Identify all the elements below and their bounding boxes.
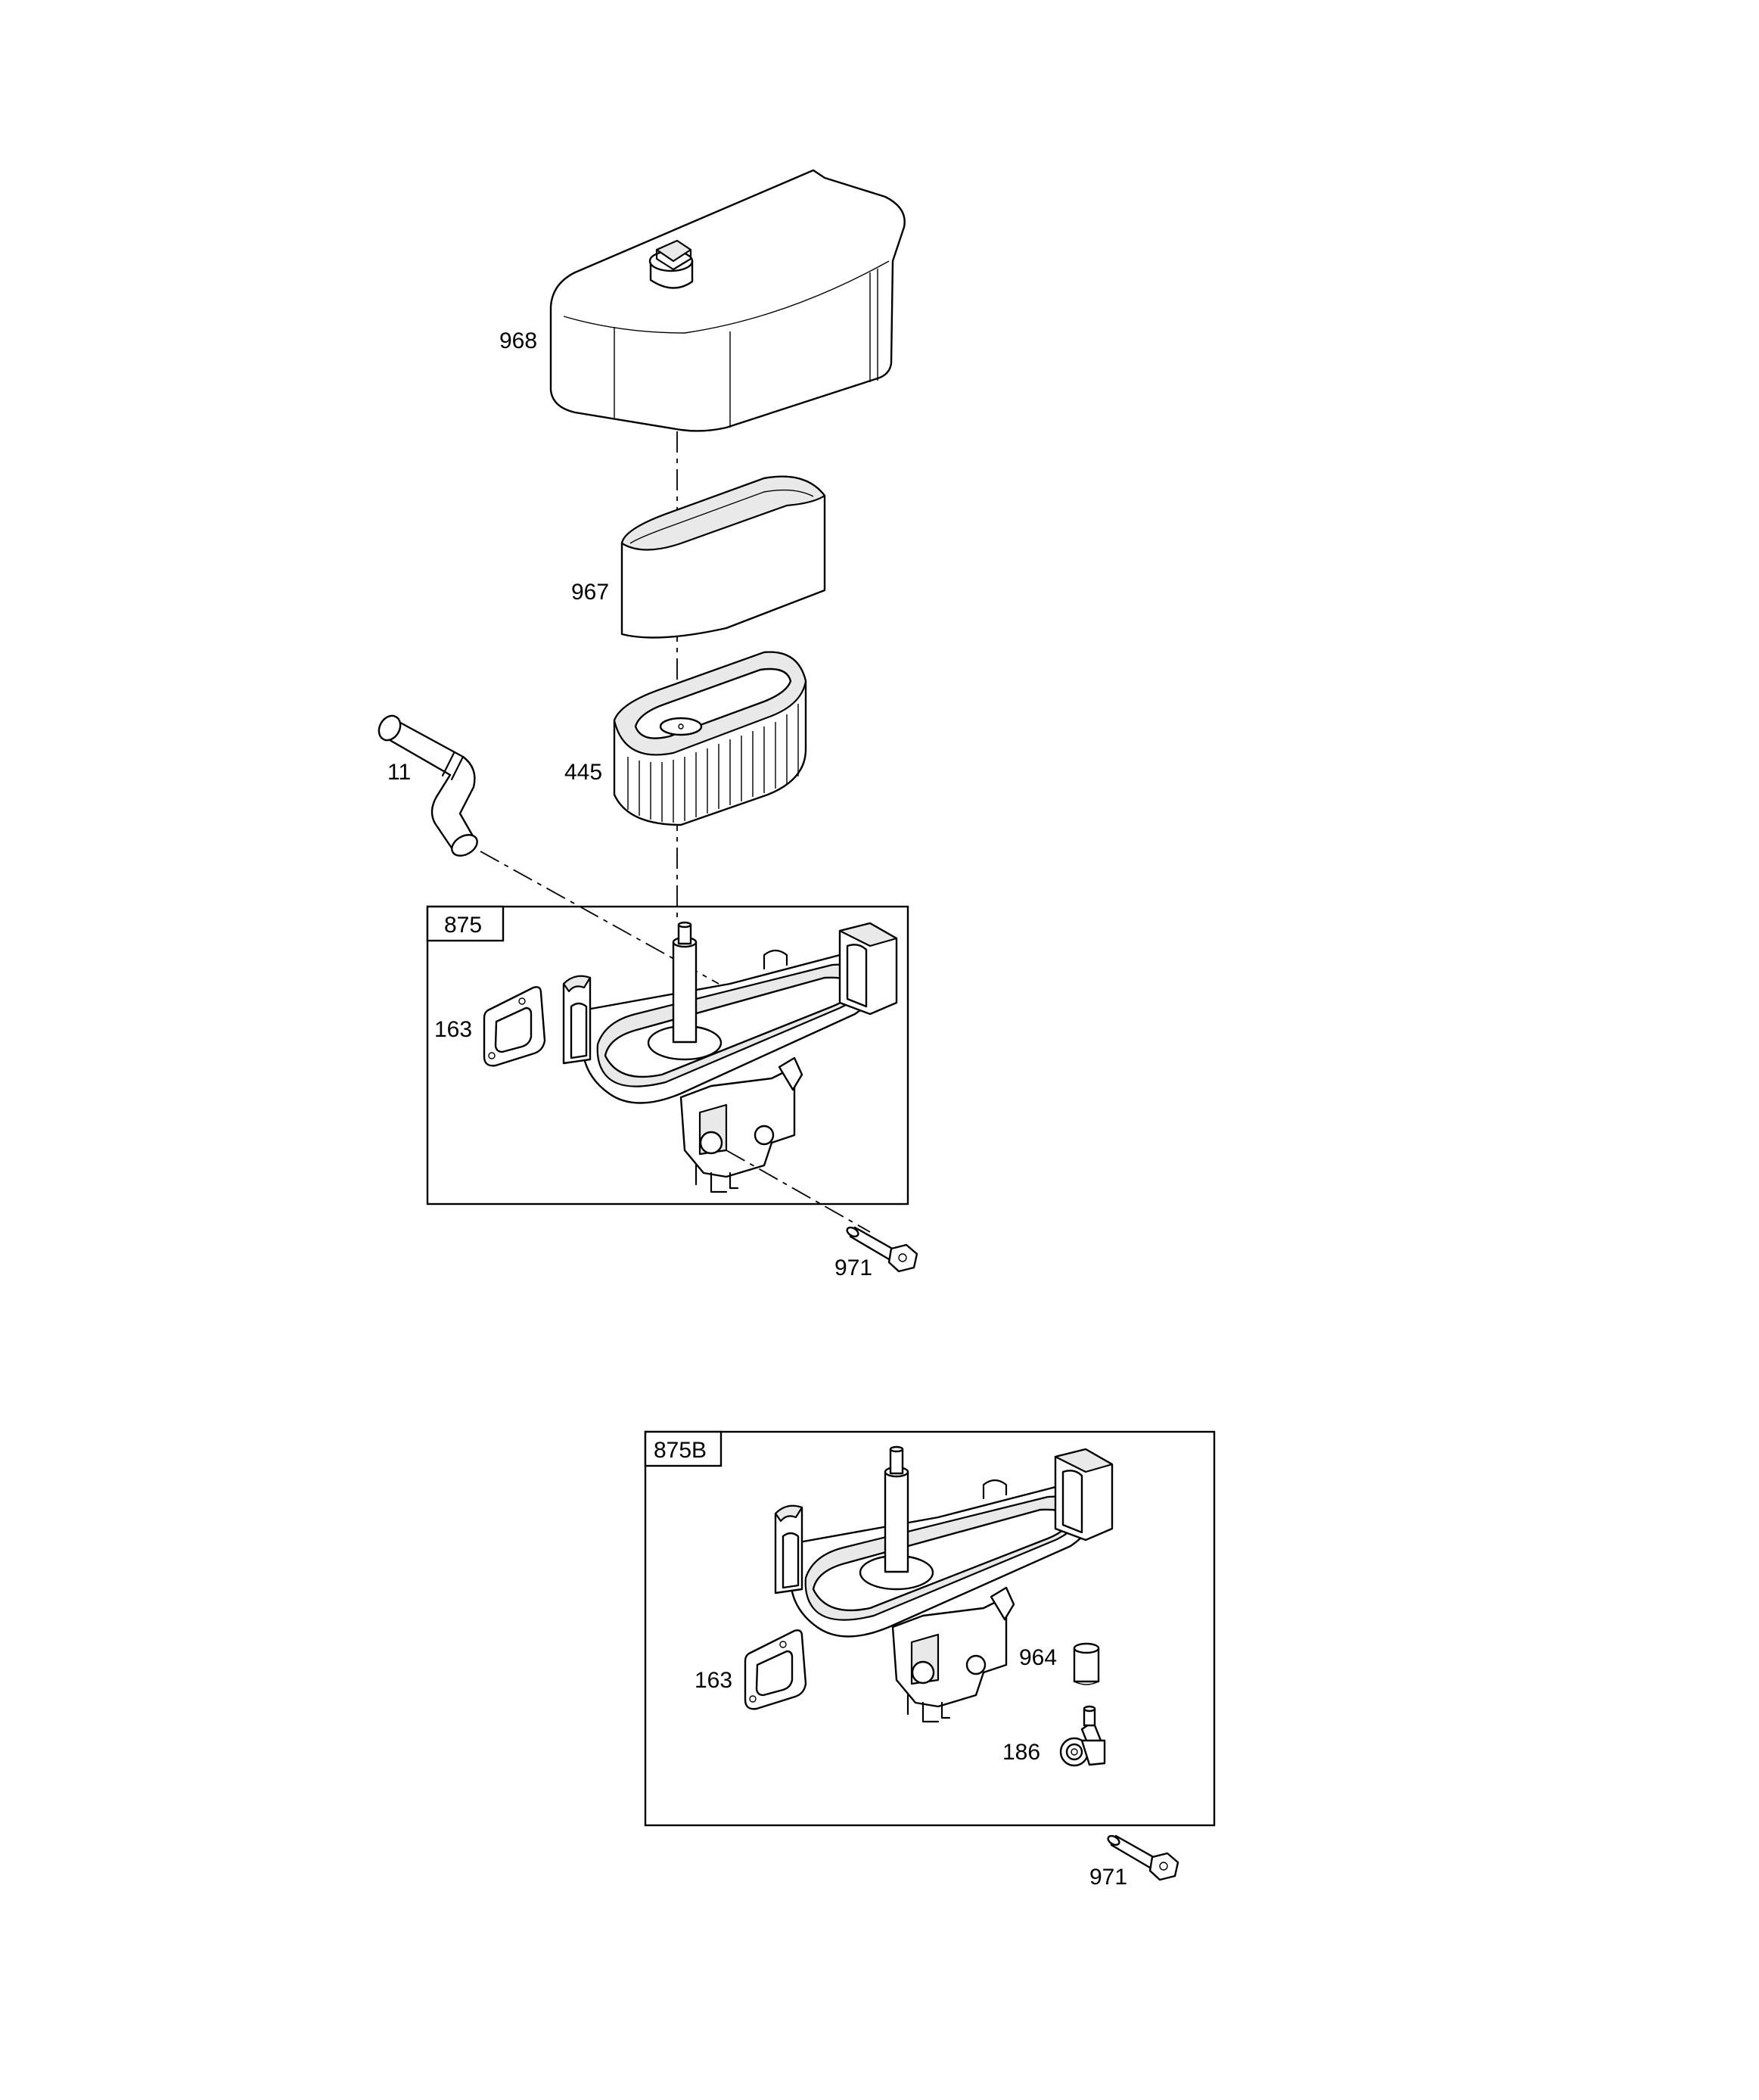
bolt-leader-line [726,1150,871,1233]
box-label-875b: 875B [654,1438,707,1463]
callout-968: 968 [499,328,537,353]
base-assembly-tag [426,905,505,942]
air-cleaner-base [562,921,898,1193]
air-cleaner-base-b [774,1445,1114,1723]
elbow-fitting [1059,1705,1106,1767]
base-assembly-b-box [644,1430,1216,1827]
gasket-a [483,986,546,1067]
gasket-b [744,1629,807,1710]
callout-11: 11 [387,760,411,785]
air-filter [613,651,807,826]
callout-971-a: 971 [834,1255,872,1280]
breather-hose [378,714,478,857]
callout-445: 445 [564,760,602,785]
callout-967: 967 [571,580,609,605]
bolt-b [1107,1834,1179,1881]
callout-971-b: 971 [1089,1865,1127,1890]
sleeve [1073,1642,1100,1685]
base-assembly-box [426,905,909,1206]
box-label-875: 875 [444,913,482,938]
callout-186: 186 [1002,1740,1040,1765]
callout-163-a: 163 [434,1017,472,1042]
callout-163-b: 163 [695,1668,732,1693]
pre-cleaner [620,475,826,639]
air-cleaner-cover [549,169,906,432]
bolt-a [846,1226,918,1273]
callout-964: 964 [1019,1645,1057,1670]
base-assembly-b-tag [644,1430,723,1467]
